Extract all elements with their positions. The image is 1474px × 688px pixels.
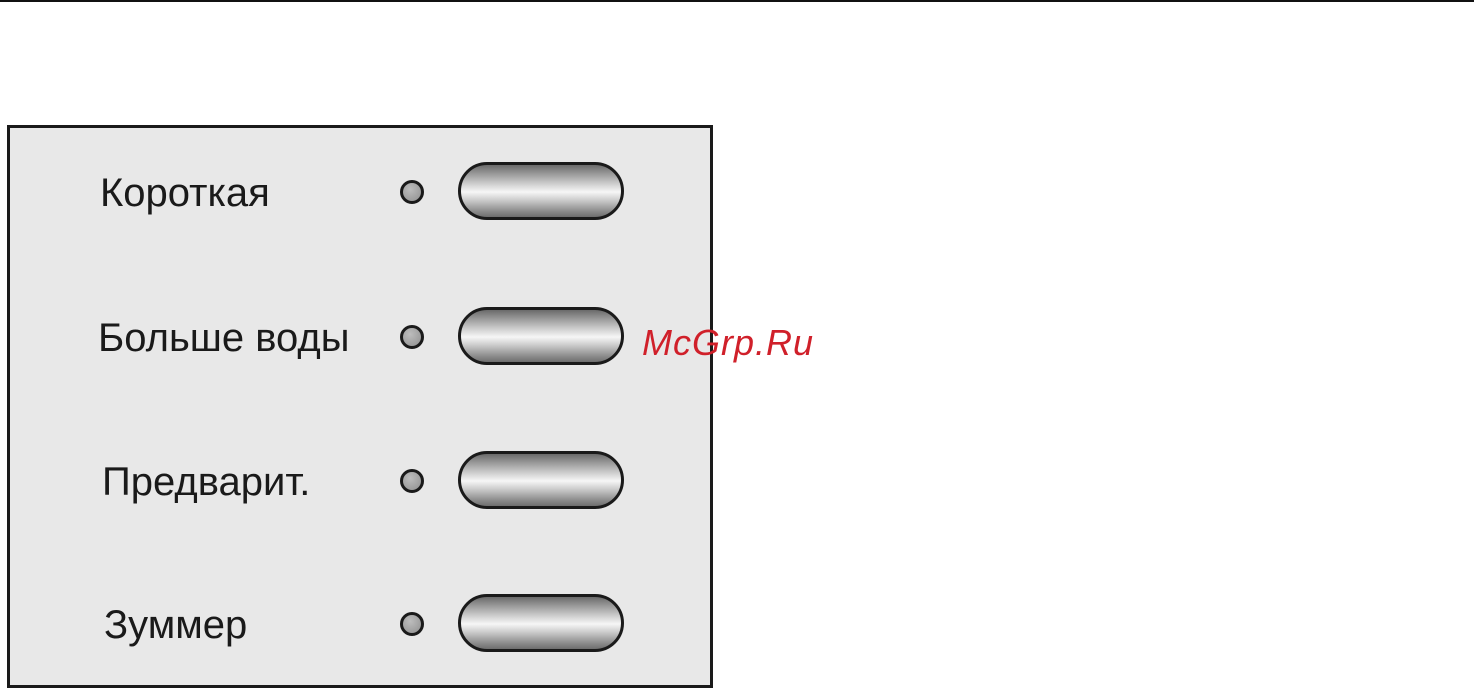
watermark: McGrp.Ru xyxy=(642,322,814,364)
more-water-button[interactable] xyxy=(458,307,624,365)
option-label-more-water: Больше воды xyxy=(98,307,350,369)
option-row-short: Короткая xyxy=(10,162,710,224)
option-row-prewash: Предварит. xyxy=(10,451,710,513)
indicator-led-prewash xyxy=(400,469,424,493)
control-panel: Короткая Больше воды Предварит. Зуммер xyxy=(7,125,713,688)
option-row-buzzer: Зуммер xyxy=(10,594,710,656)
option-row-more-water: Больше воды xyxy=(10,307,710,369)
buzzer-button[interactable] xyxy=(458,594,624,652)
top-divider-line xyxy=(0,0,1474,2)
indicator-led-more-water xyxy=(400,325,424,349)
indicator-led-buzzer xyxy=(400,612,424,636)
prewash-button[interactable] xyxy=(458,451,624,509)
indicator-led-short xyxy=(400,180,424,204)
short-button[interactable] xyxy=(458,162,624,220)
option-label-prewash: Предварит. xyxy=(102,451,310,513)
option-label-short: Короткая xyxy=(100,162,270,224)
option-label-buzzer: Зуммер xyxy=(104,594,247,656)
